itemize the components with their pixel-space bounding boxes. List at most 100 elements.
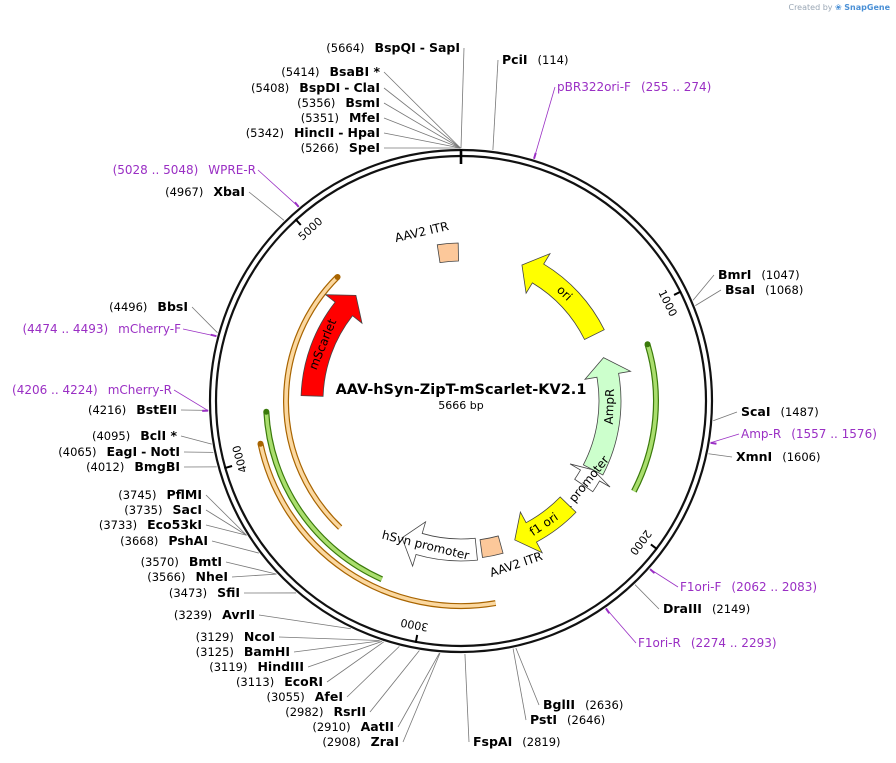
site-position: (4496) [109,300,147,314]
site-position: (4967) [165,185,203,199]
enzyme-name: PstI [530,712,557,727]
site-bbsi: (4496) BbsI [109,299,188,314]
site-position: (2636) [585,698,623,712]
enzyme-name: BstEII [136,402,177,417]
site-bsmi: (5356)BsmI [297,95,380,110]
leader-line [492,59,499,151]
site-bsabi: (5414) BsaBI * [281,64,380,79]
leader-line [205,494,247,536]
enzyme-name: BbsI [157,299,188,314]
leader-line [533,86,556,159]
primer-mcherry-r: (4206 .. 4224)mCherry-R [12,383,172,397]
leader-line [369,650,420,713]
primer-mark [710,441,717,445]
orf-arcs [257,273,659,610]
leader-line [402,652,441,743]
enzyme-name: BmgBI [134,459,180,474]
leader-line [383,71,461,149]
leader-line [307,641,383,668]
primer-mark [210,333,217,338]
site-sfii: (3473)SfiI [169,585,240,600]
enzyme-separator: - [338,125,343,140]
enzyme-name: ClaI [353,80,380,95]
leader-line [225,561,277,575]
enzyme-name: EcoRI [284,674,323,689]
site-position: (2982) [285,705,323,719]
site-position: (3566) [147,570,185,584]
enzyme-name: BsaBI * [330,64,381,79]
plasmid-length: 5666 bp [438,399,483,412]
primer-name: mCherry-R [108,383,172,397]
site-bspqi-sapi: (5664)BspQI-SapI [326,40,460,55]
site-eagi-noti: (4065)EagI-NotI [58,444,180,459]
plasmid-name: AAV-hSyn-ZipT-mScarlet-KV2.1 [336,382,587,398]
site-position: (5342) [246,126,284,140]
leader-line [605,608,637,644]
leader-line [695,289,722,306]
enzyme-name: PshAI [168,533,208,548]
primer-amp-r: Amp-R(1557 .. 1576) [741,427,877,441]
leader-line [383,102,461,149]
leader-line [464,653,470,743]
site-position: (114) [538,53,569,67]
site-position: (5414) [281,65,319,79]
site-position: (3570) [141,555,179,569]
enzyme-separator: - [344,80,349,95]
enzyme-name: BmtI [189,554,222,569]
leader-line [515,647,540,706]
site-scai: ScaI(1487) [741,404,819,419]
site-position: (5351) [301,111,339,125]
site-position: (1606) [782,450,820,464]
tick-label: 1000 [655,288,679,319]
site-aatii: (2910)AatII [312,719,394,734]
site-bsai: BsaI (1068) [725,282,803,297]
enzyme-name: DraIII [663,601,702,616]
enzyme-name: AfeI [315,689,343,704]
enzyme-name: BsaI [725,282,755,297]
leader-line [293,640,381,653]
site-position: (3119) [209,660,247,674]
enzyme-separator: - [420,40,425,55]
feature-label-ampr: AmpR [602,388,617,424]
feature-mscarlet [300,294,363,397]
tick-mark [224,465,233,470]
enzyme-name: SpeI [349,140,380,155]
snapgene-credit: Created by ❀ SnapGene [788,3,890,12]
site-fspai: FspAI(2819) [473,734,561,749]
site-ecori: (3113)EcoRI [236,674,323,689]
site-xmni: XmnI(1606) [736,449,820,464]
site-position: (3668) [120,534,158,548]
feature-ampr [582,357,632,476]
feature-aav2-itr-left [436,242,459,264]
enzyme-name: BmrI [718,267,751,282]
primer-range: (1557 .. 1576) [791,427,877,441]
orf-arc-fill [258,443,496,608]
enzyme-name: MfeI [349,110,380,125]
site-bcli: (4095)BclI * [92,428,177,443]
tick-label: 4000 [230,444,250,474]
site-position: (3055) [267,690,305,704]
primer-name: F1ori-R [638,636,681,650]
enzyme-name: BamHI [244,644,290,659]
site-position: (5408) [251,81,289,95]
site-position: (2149) [712,602,750,616]
leader-line [205,524,247,536]
site-position: (1068) [765,283,803,297]
site-position: (5356) [297,96,335,110]
site-labels: pBR322ori-F(255 .. 274)(5028 .. 5048)WPR… [12,40,877,749]
site-position: (3735) [124,503,162,517]
feature-label-aav2-itr-left: AAV2 ITR [393,219,450,245]
leader-line [231,573,277,578]
site-nhei: (3566)NheI [147,569,228,584]
orf-arc-fill [264,411,383,581]
site-mfei: (5351) MfeI [301,110,380,125]
primer-mark [533,152,537,160]
feature-hsyn-promoter [401,520,478,568]
tick-label: 5000 [296,215,325,243]
leader-line [383,132,461,149]
site-spei: (5266)SpeI [301,140,380,155]
feature-ori [521,252,605,341]
site-position: (4216) [88,403,126,417]
site-afei: (3055) AfeI [267,689,344,704]
primer-marks [202,152,717,614]
